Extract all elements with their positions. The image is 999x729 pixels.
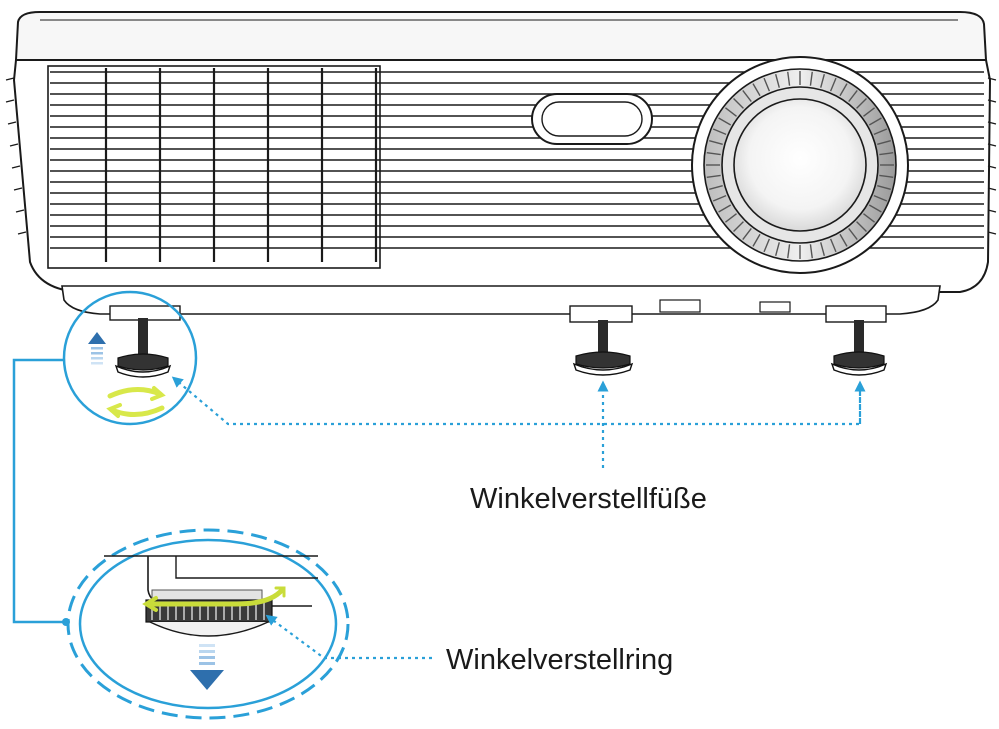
lens-ring-tooth: [863, 213, 876, 223]
lens-ring-tooth: [863, 107, 876, 117]
lens-ring-tooth: [718, 117, 732, 126]
rotate-icon: [106, 386, 166, 418]
lens-ring-tooth: [809, 71, 813, 86]
connector-line: [12, 358, 66, 624]
lens-ring-tooth: [712, 194, 727, 202]
lens-ring-tooth: [733, 221, 744, 232]
foot-housing-left: [109, 305, 181, 321]
lens-ring-tooth: [706, 152, 721, 156]
arrow-down-icon: [190, 644, 224, 690]
callout-circle-large: [66, 528, 350, 720]
lens-ring-tooth: [879, 152, 894, 156]
lens-ring-tooth: [733, 98, 744, 109]
lens-ring-tooth: [877, 139, 891, 145]
ring-pointer-line: [265, 614, 432, 660]
lens-ring-tooth: [879, 174, 894, 178]
lens-ring-tooth: [763, 238, 771, 253]
base-plate: [61, 285, 941, 315]
zoomed-foot-detail: [104, 555, 318, 637]
adjustable-foot-left[interactable]: [114, 318, 172, 378]
vent-dividers: [104, 68, 378, 262]
lens-ring-tooth: [709, 185, 723, 191]
lens-glass: [733, 98, 867, 232]
foot-housing-middle: [569, 305, 633, 323]
lens-ring-tooth: [718, 204, 732, 213]
lens-ring-tooth: [787, 244, 791, 259]
lens-ring-tooth: [873, 194, 888, 202]
ring-rotate-icon: [142, 586, 286, 612]
lens-ring-tooth: [868, 117, 882, 126]
adjustable-foot-middle[interactable]: [572, 320, 634, 376]
foot-housing-right: [825, 305, 887, 323]
lens-ring-tooth: [820, 242, 826, 256]
lens-ring-tooth: [820, 74, 826, 88]
lens-ring-tooth: [724, 107, 737, 117]
lens-assembly: [691, 56, 909, 274]
arrow-up-icon: [88, 332, 106, 365]
lens-ring-tooth: [787, 71, 791, 86]
lens-ring-tooth: [873, 128, 888, 136]
lens-ring-tooth: [763, 77, 771, 92]
lens-ring-tooth: [856, 221, 867, 232]
lens-ring-tooth: [706, 174, 721, 178]
feet-pointer-lines: [171, 376, 866, 468]
lens-ring-tooth: [848, 89, 858, 102]
lens-ring-tooth: [752, 83, 761, 97]
side-ribs: [5, 77, 997, 235]
lens-ring-tooth: [868, 204, 882, 213]
callout-circle-small: [62, 290, 198, 426]
lens-ring-tooth: [829, 77, 837, 92]
lens-ring-tooth: [742, 228, 752, 241]
lens-ring-tooth: [877, 185, 891, 191]
lens-ring-tooth: [829, 238, 837, 253]
lens-ring-tooth: [752, 233, 761, 247]
lens-ring-tooth: [856, 98, 867, 109]
lens-ring-tooth: [709, 139, 723, 145]
lens-ring-tooth: [774, 74, 780, 88]
lens-ring-tooth: [742, 89, 752, 102]
lens-ring-tooth: [809, 244, 813, 259]
ir-sensor-window: [531, 93, 653, 145]
lens-ring-tooth: [774, 242, 780, 256]
adjustable-foot-right[interactable]: [830, 320, 888, 376]
top-cover: [14, 11, 988, 61]
label-angle-adjustment-feet: Winkelverstellfüße: [470, 483, 707, 515]
lens-ring-tooth: [839, 83, 848, 97]
lens-ring-tooth: [712, 128, 727, 136]
lens-ring-tooth: [848, 228, 858, 241]
lens-ring-tooth: [724, 213, 737, 223]
label-angle-adjustment-ring: Winkelverstellring: [446, 644, 674, 676]
lens-ring-tooth: [839, 233, 848, 247]
vent-block-frame: [47, 65, 381, 269]
